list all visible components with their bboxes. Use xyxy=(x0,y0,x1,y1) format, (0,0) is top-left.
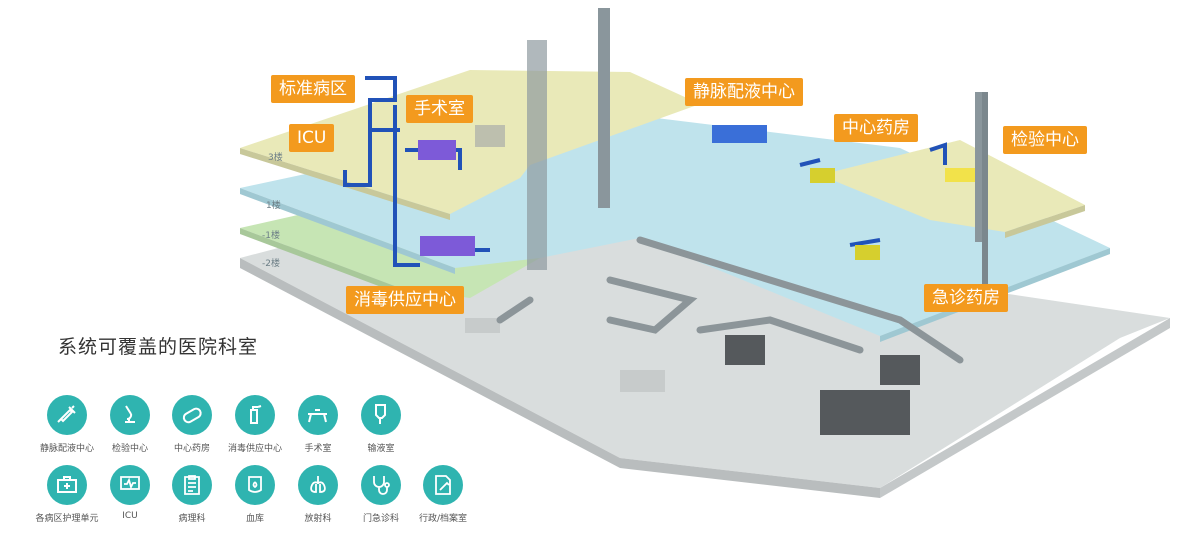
department-label: 中心药房 xyxy=(173,444,210,454)
callout-pharmacy: 中心药房 xyxy=(834,114,918,142)
medical-kit-icon xyxy=(57,476,77,493)
department-item: 门急诊科 xyxy=(341,465,421,524)
department-item: 检验中心 xyxy=(90,395,170,454)
department-item: 输液室 xyxy=(341,395,421,454)
spray-bottle-icon xyxy=(250,405,262,424)
department-icon-circle xyxy=(47,395,87,435)
department-item: ICU xyxy=(90,465,170,521)
callout-surgery: 手术室 xyxy=(406,95,473,123)
department-label: 输液室 xyxy=(367,444,395,454)
storage-boxes xyxy=(465,125,665,392)
callout-emergency-pharmacy: 急诊药房 xyxy=(924,284,1008,312)
clipboard-icon xyxy=(184,475,200,495)
callout-ward: 标准病区 xyxy=(271,75,355,103)
department-icon-circle xyxy=(110,395,150,435)
department-icon-circle xyxy=(361,465,401,505)
callout-icu: ICU xyxy=(289,124,335,152)
riser-pipe-left xyxy=(598,8,610,208)
department-icon-circle xyxy=(47,465,87,505)
blood-bag-icon xyxy=(248,476,262,493)
department-icon-circle xyxy=(235,395,275,435)
floor-3-slab-right xyxy=(820,140,1085,232)
department-label: 血库 xyxy=(245,514,264,524)
monitor-icon xyxy=(120,476,140,490)
departments-heading: 系统可覆盖的医院科室 xyxy=(58,336,259,358)
logistics-conveyor xyxy=(496,236,964,364)
floor-label-3: 3楼 xyxy=(268,153,283,163)
iv-center-equipment xyxy=(712,125,767,143)
operating-bed-icon xyxy=(308,409,327,423)
lab-samples xyxy=(945,168,975,182)
floor-label-minus1: -1楼 xyxy=(262,231,280,241)
transport-vehicles xyxy=(725,335,920,435)
floor-label-minus2: -2楼 xyxy=(262,259,280,269)
microscope-icon xyxy=(125,405,135,423)
department-label: 检验中心 xyxy=(111,444,148,454)
department-item: 放射科 xyxy=(278,465,358,524)
department-label: 各病区护理单元 xyxy=(35,514,99,524)
stethoscope-icon xyxy=(373,476,390,495)
sterilization-equipment xyxy=(420,236,475,256)
department-item: 行政/档案室 xyxy=(403,465,483,524)
department-item: 中心药房 xyxy=(152,395,232,454)
department-label: 静脉配液中心 xyxy=(39,444,94,454)
department-label: 手术室 xyxy=(304,444,332,454)
department-label: 放射科 xyxy=(304,514,332,524)
syringe-icon xyxy=(57,405,76,423)
floor-label-1: 1楼 xyxy=(266,201,281,211)
department-icon-circle xyxy=(298,395,338,435)
surgery-equipment xyxy=(418,140,456,160)
department-label: 病理科 xyxy=(178,514,206,524)
department-icon-circle xyxy=(172,465,212,505)
department-label: 消毒供应中心 xyxy=(227,444,282,454)
department-icon-circle xyxy=(235,465,275,505)
department-item: 病理科 xyxy=(152,465,232,524)
pill-icon xyxy=(182,407,202,424)
floor-3-slab-left xyxy=(240,70,700,214)
department-item: 消毒供应中心 xyxy=(215,395,295,454)
department-icon-circle xyxy=(361,395,401,435)
pharmacy-devices xyxy=(810,168,880,260)
iv-bag-icon xyxy=(375,404,386,424)
department-item: 各病区护理单元 xyxy=(27,465,107,524)
department-item: 血库 xyxy=(215,465,295,524)
department-icon-circle xyxy=(110,465,150,505)
department-icon-circle xyxy=(298,465,338,505)
department-label: ICU xyxy=(122,511,138,521)
department-icon-circle xyxy=(172,395,212,435)
department-label: 行政/档案室 xyxy=(418,514,468,524)
department-item: 手术室 xyxy=(278,395,358,454)
callout-sterilization: 消毒供应中心 xyxy=(346,286,464,314)
department-item: 静脉配液中心 xyxy=(27,395,107,454)
lungs-icon xyxy=(310,476,326,493)
department-icon-circle xyxy=(423,465,463,505)
department-label: 门急诊科 xyxy=(362,514,399,524)
callout-lab: 检验中心 xyxy=(1003,126,1087,154)
elevator-shaft xyxy=(527,40,547,270)
document-icon xyxy=(435,475,451,495)
callout-iv-center: 静脉配液中心 xyxy=(685,78,803,106)
